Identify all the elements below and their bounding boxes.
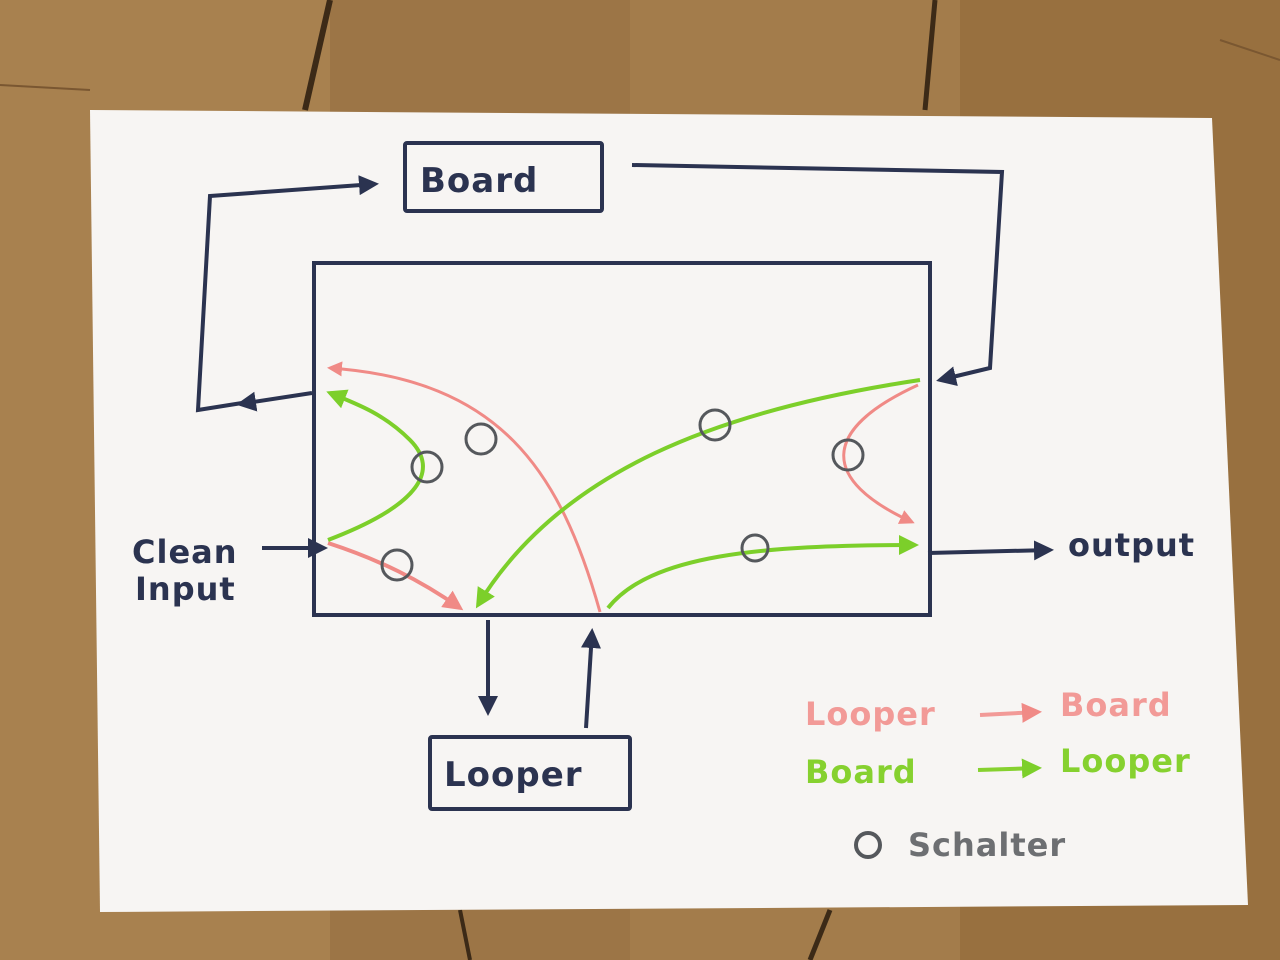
switch-circle-2 [464, 422, 498, 456]
legend-red-from: Looper [805, 695, 936, 733]
green-path-board-return-to-looper [475, 378, 921, 609]
looper-to-box-arrow [581, 628, 601, 729]
switch-circle-6 [740, 533, 770, 563]
clean-input-label-line2: Input [135, 570, 236, 608]
green-path-looper-return-to-output [606, 535, 919, 610]
box-to-board-connector [195, 175, 379, 413]
legend-switch-label: Schalter [908, 826, 1066, 864]
board-to-box-connector [631, 163, 1005, 386]
paper-sheet [90, 110, 1248, 912]
looper-node: Looper [428, 735, 632, 811]
output-arrow [927, 540, 1054, 561]
looper-label: Looper [444, 755, 583, 795]
switch-circle-5 [831, 438, 865, 472]
red-path-looper-to-board-exit [327, 361, 602, 613]
red-path-input-to-looper [327, 541, 464, 611]
output-label: output [1068, 526, 1195, 564]
switch-circle-4 [698, 408, 732, 442]
clean-input-label-line1: Clean [132, 533, 238, 571]
legend-red-arrow [979, 702, 1042, 723]
legend-green-to: Looper [1060, 742, 1191, 780]
switch-box [312, 261, 932, 617]
legend-green-arrow [977, 758, 1042, 779]
legend-green-from: Board [805, 753, 917, 791]
red-path-board-return-to-output [842, 383, 919, 524]
legend: Looper Board Board Looper Schalter [805, 686, 1191, 864]
board-label: Board [420, 161, 538, 201]
switch-circle-1 [410, 450, 444, 484]
green-path-input-to-board-exit [326, 389, 425, 542]
board-node: Board [403, 141, 604, 213]
legend-red-to: Board [1060, 686, 1172, 724]
legend-switch-icon [854, 831, 882, 859]
switch-circle-3 [380, 548, 414, 582]
box-exit-to-board-arrow [236, 391, 313, 412]
